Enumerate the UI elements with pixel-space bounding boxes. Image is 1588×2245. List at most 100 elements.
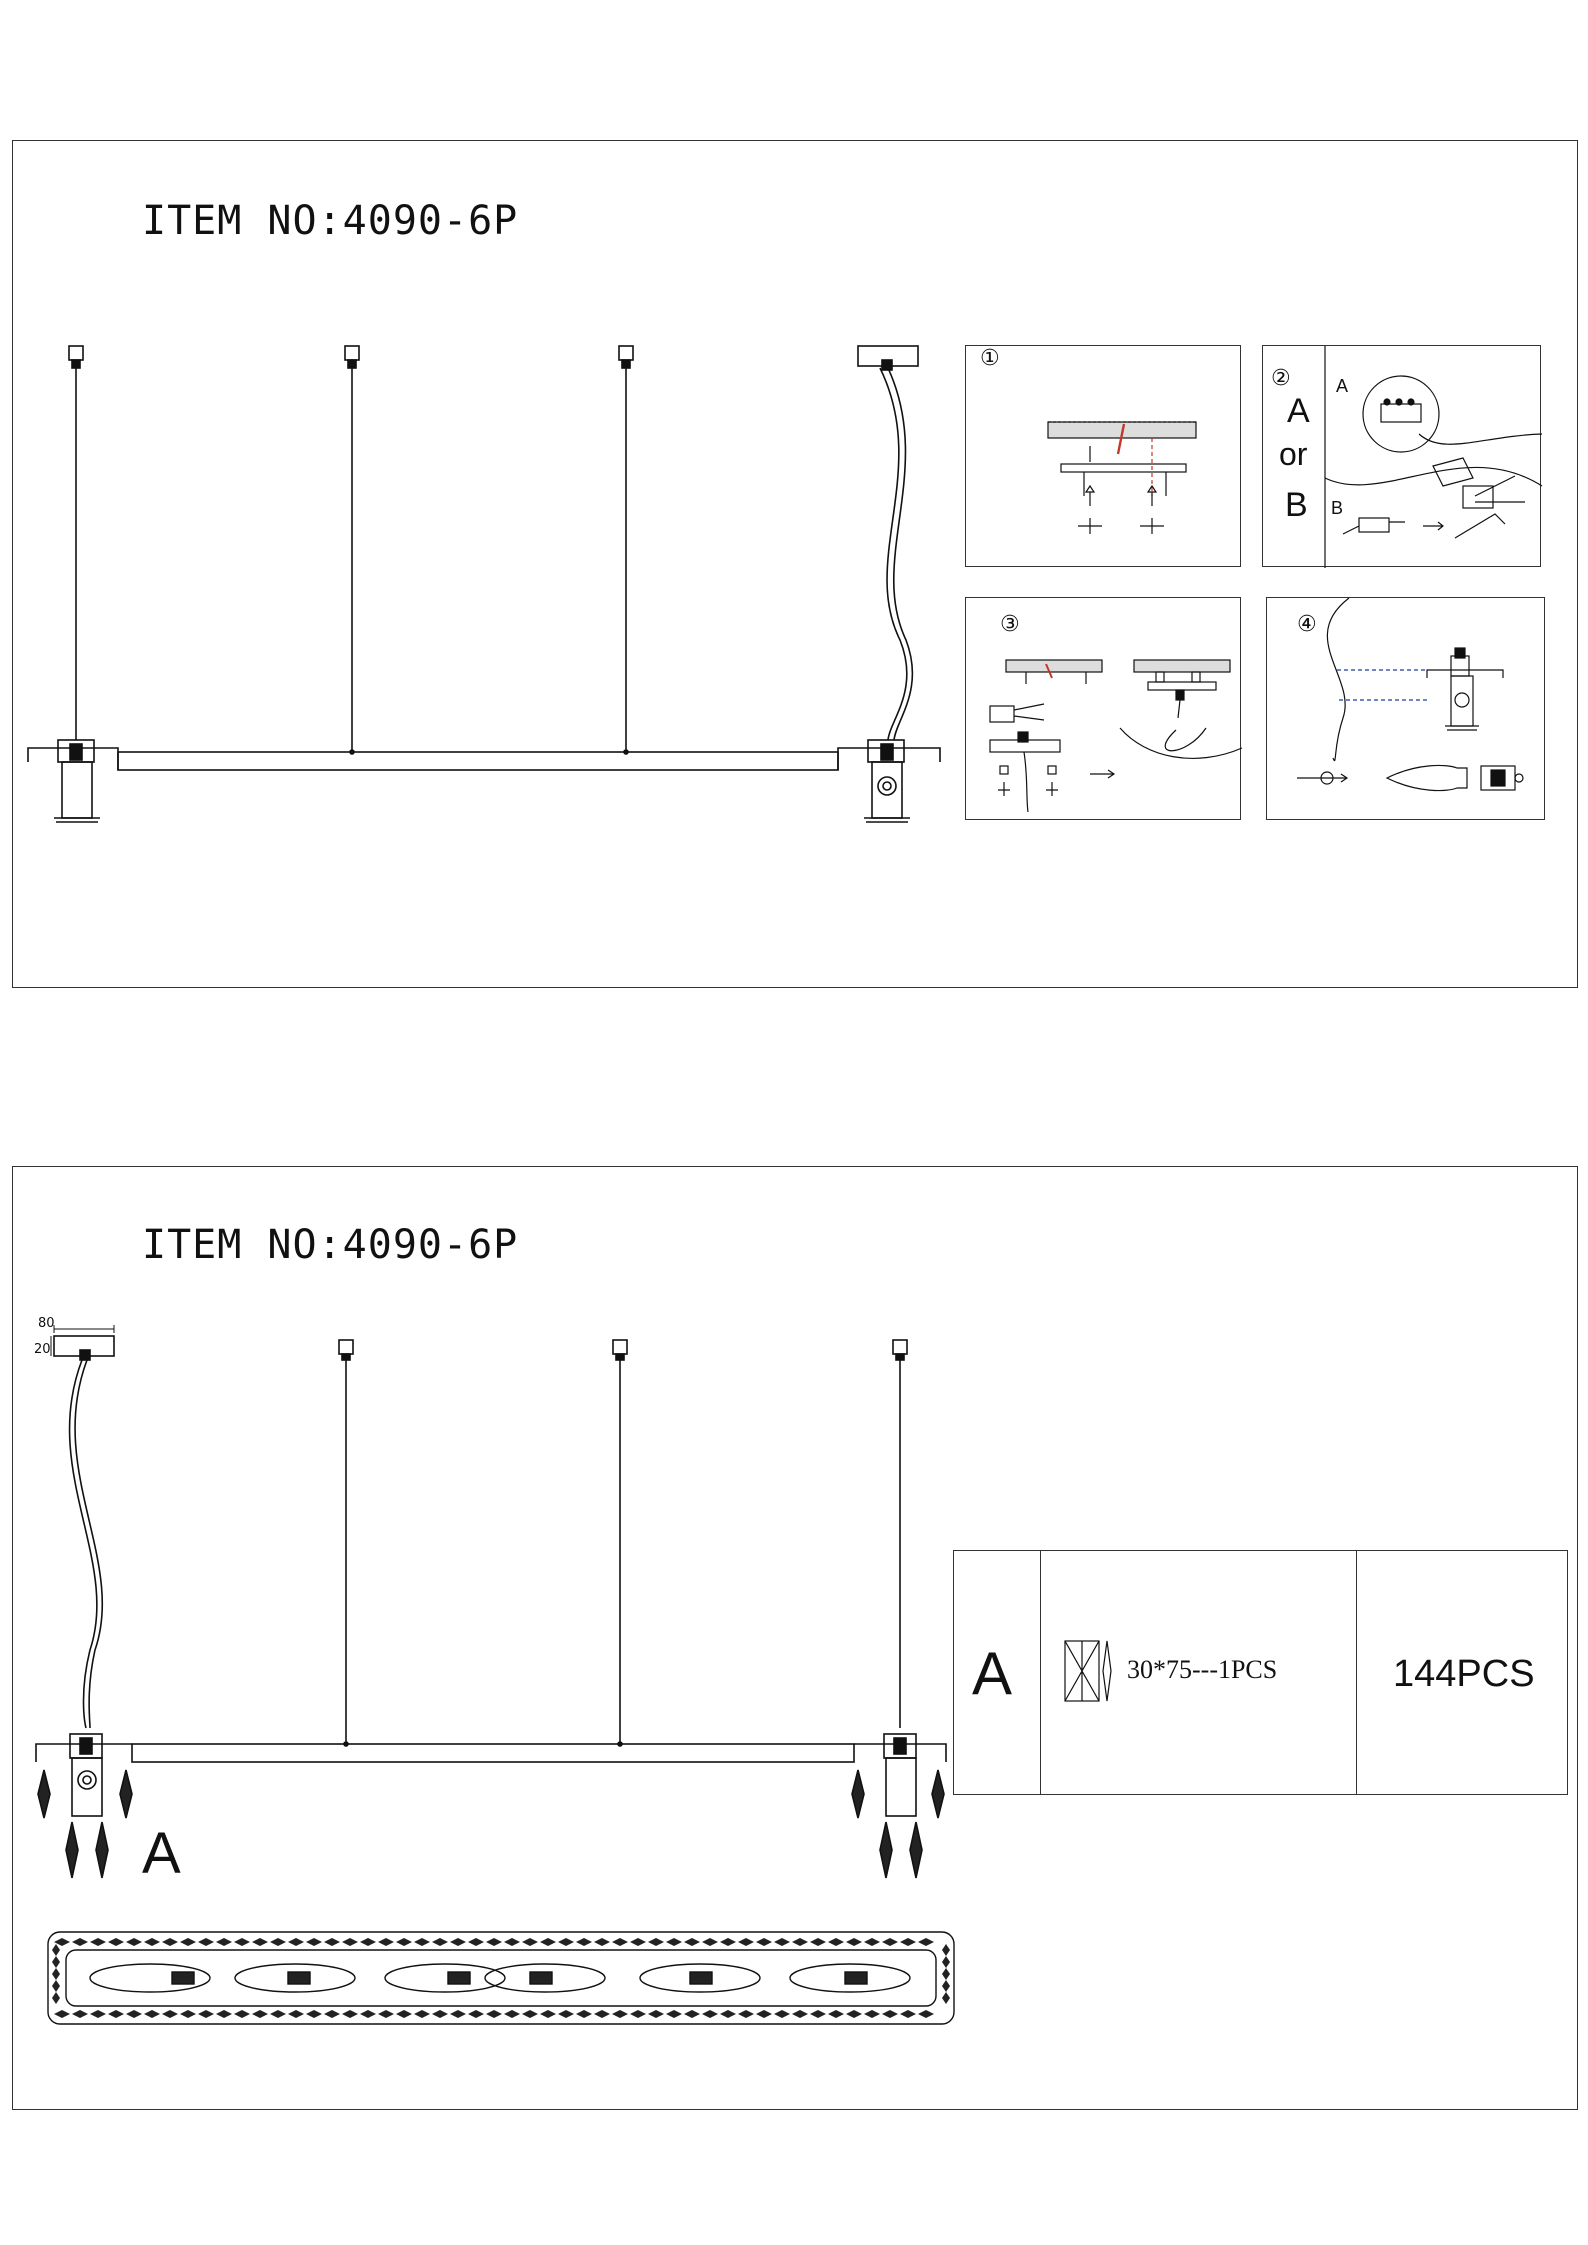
crystal-diamond: [558, 2010, 574, 2018]
canopy-attach-illustration: [989, 659, 1243, 813]
crystal-diamond: [450, 2010, 466, 2018]
crystal-diamond: [612, 1938, 628, 1946]
canopy-height-label: 20: [34, 1342, 51, 1357]
crystal-diamond: [942, 1992, 950, 2004]
crystal-diamond: [52, 1968, 60, 1980]
crystal-diamond: [198, 2010, 214, 2018]
crystal-diamond: [144, 2010, 160, 2018]
crystal-diamond: [864, 2010, 880, 2018]
spec-label: A: [972, 1640, 1013, 1707]
crystal-diamond: [702, 1938, 718, 1946]
crystal-diamond: [702, 2010, 718, 2018]
crystal-diamond: [432, 1938, 448, 1946]
sub-b-label: B: [1331, 498, 1344, 518]
crystal-diamond: [306, 1938, 322, 1946]
crystal-diamond: [216, 1938, 232, 1946]
crystal-diamond: [648, 1938, 664, 1946]
crystal-diamond: [324, 2010, 340, 2018]
crystal-diamond: [414, 1938, 430, 1946]
crystal-diamond: [558, 1938, 574, 1946]
crystal-diamond: [126, 1938, 142, 1946]
sub-a-label: A: [1336, 376, 1349, 396]
crystal-diamond: [126, 2010, 142, 2018]
crystal-diamond: [828, 2010, 844, 2018]
crystal-diamond: [396, 2010, 412, 2018]
crystal-diamond: [90, 2010, 106, 2018]
crystal-diamond: [468, 1938, 484, 1946]
crystal-diamond: [540, 2010, 556, 2018]
crystal-diamond: [288, 1938, 304, 1946]
crystal-diamond: [882, 2010, 898, 2018]
crystal-diamond: [306, 2010, 322, 2018]
crystal-diamond: [630, 2010, 646, 2018]
crystal-diamond: [576, 2010, 592, 2018]
crystal-diamond: [396, 1938, 412, 1946]
bulb-install-illustration: [1297, 597, 1524, 792]
spec-quantity-cell: 144PCS: [1357, 1551, 1567, 1794]
crystal-diamond: [942, 1968, 950, 1980]
crystal-diamond: [378, 1938, 394, 1946]
crystal-diamond: [792, 1938, 808, 1946]
crystal-diamond: [414, 2010, 430, 2018]
crystal-diamond: [792, 2010, 808, 2018]
crystal-diamond: [52, 1956, 60, 1968]
crystal-callout-label: A: [142, 1821, 181, 1886]
step-1-number: ①: [980, 346, 1000, 371]
crystal-diamond: [52, 1980, 60, 1992]
crystal-diamond: [882, 1938, 898, 1946]
crystal-diamond: [504, 2010, 520, 2018]
crystal-diamond: [648, 2010, 664, 2018]
crystal-diamond: [810, 2010, 826, 2018]
crystal-diamond: [144, 1938, 160, 1946]
crystal-diamond: [756, 1938, 772, 1946]
crystal-diamond: [594, 1938, 610, 1946]
crystal-diamond: [54, 1938, 70, 1946]
crystal-diamond: [180, 1938, 196, 1946]
crystal-diamond: [684, 2010, 700, 2018]
crystal-diamond: [468, 2010, 484, 2018]
crystal-diamond: [918, 1938, 934, 1946]
crystal-diamond: [864, 1938, 880, 1946]
crystal-diamond: [774, 1938, 790, 1946]
crystal-diamond: [738, 2010, 754, 2018]
crystal-diamond: [288, 2010, 304, 2018]
option-a-label: A: [1287, 392, 1310, 430]
step-2-number: ②: [1271, 366, 1291, 391]
canopy-width-label: 80: [38, 1316, 55, 1331]
or-label: or: [1279, 436, 1308, 472]
crystal-diamond: [162, 1938, 178, 1946]
crystal-diamond: [72, 1938, 88, 1946]
crystal-diamond: [918, 2010, 934, 2018]
crystal-diamond: [720, 2010, 736, 2018]
crystal-diamond: [576, 1938, 592, 1946]
crystal-diamond: [342, 1938, 358, 1946]
crystal-diamond: [270, 2010, 286, 2018]
crystal-diamond: [216, 2010, 232, 2018]
step-2-panel: ② A or B A B: [1262, 345, 1543, 568]
ceiling-plate-mounting-illustration: [1047, 421, 1197, 534]
crystal-diamond: [720, 1938, 736, 1946]
crystal-diamond: [52, 1992, 60, 2004]
crystal-diamond: [540, 1938, 556, 1946]
spec-label-cell: A: [954, 1551, 1041, 1794]
crystal-diamond: [108, 1938, 124, 1946]
crystal-diamond: [522, 2010, 538, 2018]
crystal-diamond: [522, 1938, 538, 1946]
crystal-diamond: [252, 2010, 268, 2018]
crystal-diamond: [942, 1944, 950, 1956]
crystal-diamond: [666, 2010, 682, 2018]
spec-description-cell: 30*75---1PCS: [1041, 1551, 1357, 1794]
crystal-diamond: [666, 1938, 682, 1946]
crystal-diamond: [52, 1944, 60, 1956]
crystal-diamond: [846, 1938, 862, 1946]
step-3-number: ③: [1000, 612, 1020, 637]
crystal-diamond: [450, 1938, 466, 1946]
crystal-diamond: [360, 2010, 376, 2018]
item-number-title: ITEM NO:4090-6P: [142, 198, 519, 244]
dimensions-panel: [12, 1166, 1578, 2110]
crystal-diamond: [942, 1956, 950, 1968]
crystal-diamond: [54, 2010, 70, 2018]
crystal-diamond: [198, 1938, 214, 1946]
crystal-diamond: [774, 2010, 790, 2018]
